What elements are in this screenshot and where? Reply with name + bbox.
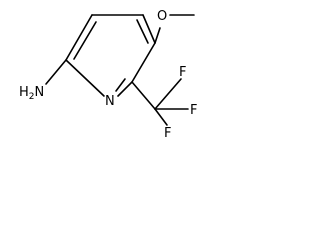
bond-cf3-fluorine-top bbox=[154, 78, 182, 110]
fluorine-bottom-label: F bbox=[164, 126, 171, 138]
chemical-structure: N H2N O F F F bbox=[19, 9, 197, 138]
methoxy-oxygen-label: O bbox=[157, 9, 167, 24]
pyridine-ring bbox=[65, 14, 156, 97]
substituent-bonds bbox=[45, 14, 195, 126]
atom-labels: N H2N O F F F bbox=[19, 9, 197, 138]
fluorine-right-label: F bbox=[190, 103, 197, 118]
bond-c4-c5 bbox=[142, 14, 156, 44]
bond-c5-c6 bbox=[131, 42, 156, 83]
inner-double-bond-c4-c5 bbox=[136, 19, 149, 44]
amino-group-label: H2N bbox=[19, 85, 44, 102]
bond-n1-c2 bbox=[65, 59, 105, 97]
bond-c2-c3 bbox=[65, 14, 93, 61]
fluorine-top-label: F bbox=[179, 65, 186, 80]
bond-cf3-fluorine-bottom bbox=[154, 108, 168, 126]
ring-nitrogen-label: N bbox=[105, 94, 115, 109]
bond-c6-cf3 bbox=[131, 81, 156, 110]
inner-double-bond-c6-n1 bbox=[115, 78, 126, 92]
bond-c5-oxygen bbox=[154, 27, 161, 44]
bond-c6-n1 bbox=[117, 81, 133, 97]
inner-double-bond-c2-c3 bbox=[73, 21, 97, 60]
bond-c2-amino bbox=[45, 59, 67, 85]
